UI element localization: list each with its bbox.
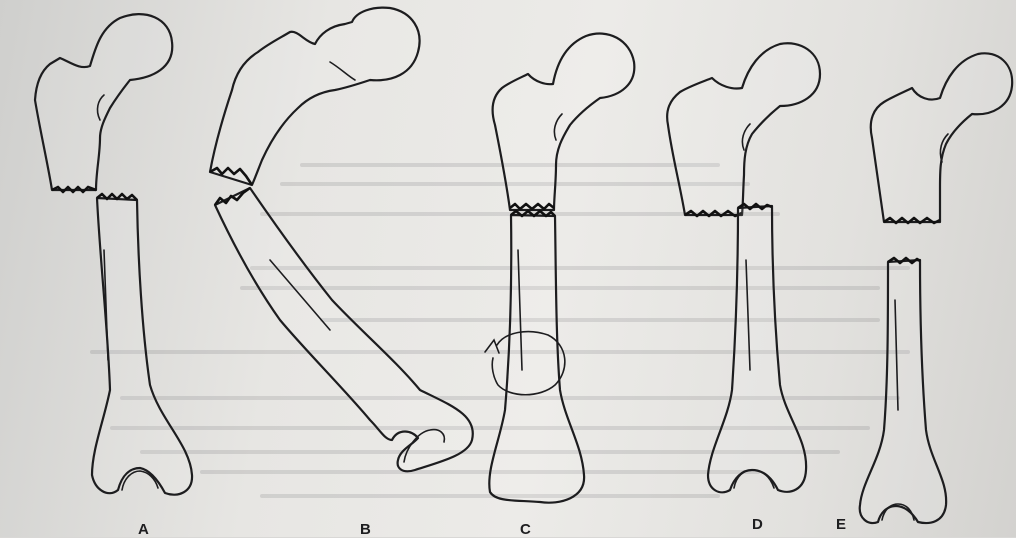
femur-b-proximal-fragment — [210, 8, 420, 185]
figure-label-c: C — [520, 522, 531, 537]
femur-drawing-b — [210, 8, 473, 472]
rotation-arrow-icon — [485, 340, 499, 353]
femur-c-distal-fragment — [489, 215, 584, 503]
figure-label-e: E — [836, 517, 846, 532]
femur-c-proximal-fragment — [493, 34, 635, 210]
femur-d-proximal-fragment — [667, 43, 820, 215]
femur-e-distal-fragment — [860, 260, 946, 523]
figure-label-d: D — [752, 517, 763, 532]
femur-drawing-d — [667, 43, 820, 492]
femur-e-proximal-fragment — [871, 53, 1012, 222]
femur-drawing-c — [485, 34, 634, 503]
figure-label-a: A — [138, 522, 149, 537]
femur-b-distal-fragment — [215, 188, 473, 471]
figure-label-b: B — [360, 522, 371, 537]
femur-drawing-a — [35, 14, 192, 495]
femur-a-proximal-fragment — [35, 14, 172, 190]
femur-d-distal-fragment — [708, 206, 806, 492]
femur-drawing-e — [860, 53, 1012, 523]
